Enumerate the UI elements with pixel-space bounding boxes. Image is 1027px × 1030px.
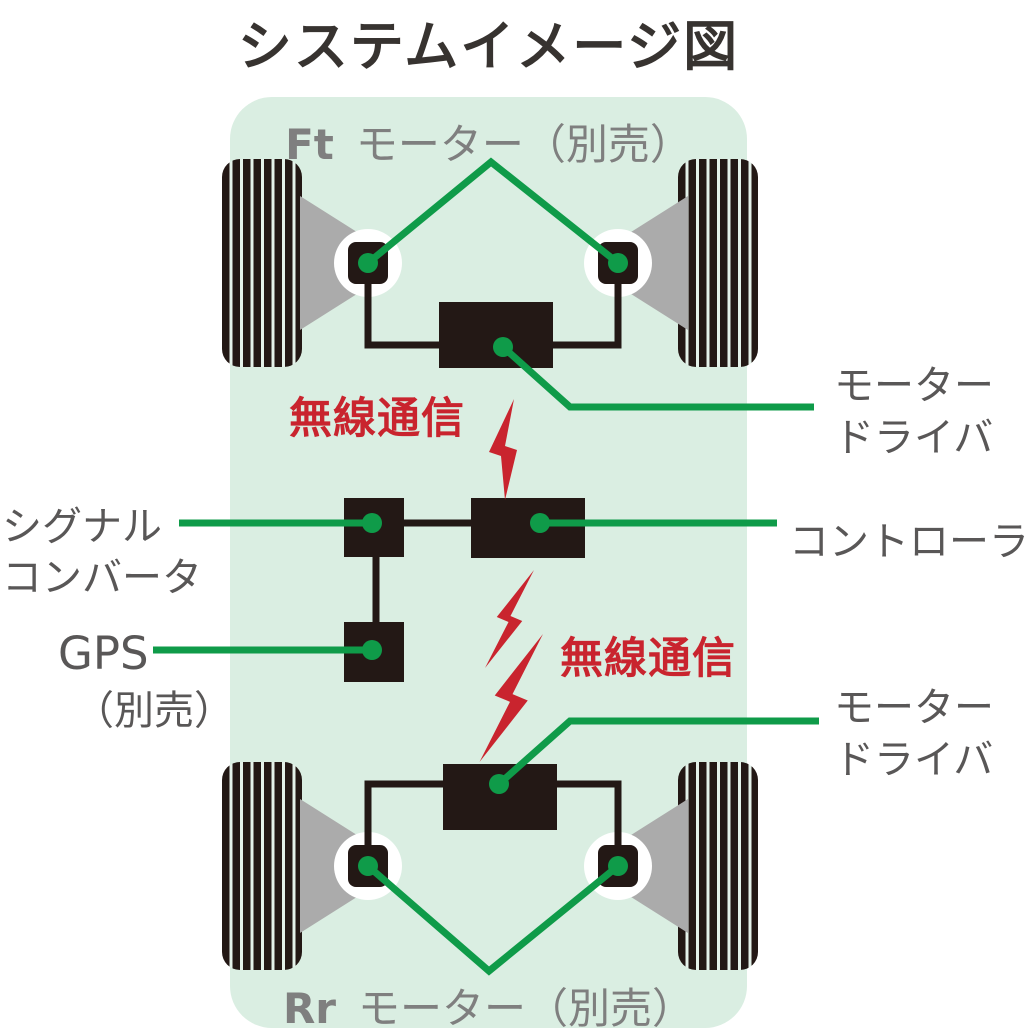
front-motor-text: モーター（別売） bbox=[355, 120, 692, 169]
hub-rear-right bbox=[620, 799, 688, 933]
hub-front-right bbox=[620, 196, 688, 330]
wire-front-right bbox=[551, 282, 622, 349]
lightning-bolt-icon bbox=[479, 634, 543, 762]
signal-converter-label: シグナル コンバータ bbox=[2, 502, 202, 604]
dot-motor-rear-left bbox=[358, 856, 378, 876]
dot-motor-front-right bbox=[608, 253, 628, 273]
wheel-rear-left-icon bbox=[222, 762, 302, 970]
motor-driver-rear-label: モーター ドライバ bbox=[834, 682, 994, 786]
wireless-bolts bbox=[479, 399, 543, 762]
rear-motor-label: Rr モーター（別売） bbox=[230, 975, 747, 1030]
front-axle-prefix: Ft bbox=[285, 120, 334, 169]
connection-dots bbox=[358, 253, 628, 876]
leader-driver-rear bbox=[496, 717, 819, 787]
motor-driver-front-line1: モーター bbox=[834, 363, 994, 409]
controller-box bbox=[471, 498, 585, 558]
wire-rear-right bbox=[555, 780, 622, 847]
rear-motor-text: モーター（別売） bbox=[358, 984, 695, 1030]
rear-axle-prefix: Rr bbox=[282, 984, 337, 1030]
motor-driver-rear-line1: モーター bbox=[834, 685, 994, 731]
dot-motor-rear-right bbox=[608, 856, 628, 876]
dot-controller bbox=[530, 513, 550, 533]
motor-driver-front-box bbox=[439, 302, 553, 368]
dot-driver-rear bbox=[489, 774, 509, 794]
wheel-front-left-icon bbox=[222, 159, 302, 367]
gps-label: GPS bbox=[58, 627, 149, 680]
gps-note-label: （別売） bbox=[74, 688, 234, 734]
motor-driver-rear-box bbox=[443, 764, 557, 830]
leader-front-motors bbox=[365, 157, 621, 266]
signal-converter-line1: シグナル bbox=[2, 504, 162, 550]
dot-converter bbox=[362, 513, 382, 533]
dot-gps bbox=[362, 640, 382, 660]
front-motor-label: Ft モーター（別売） bbox=[230, 111, 747, 172]
wireless-label-upper: 無線通信 bbox=[289, 394, 465, 444]
wire-front-left bbox=[364, 282, 441, 349]
leader-lines-green bbox=[153, 157, 819, 976]
wheel-rear-right-icon bbox=[678, 762, 758, 970]
motor-driver-front-label: モーター ドライバ bbox=[834, 360, 994, 464]
dot-motor-front-left bbox=[358, 253, 378, 273]
controller-label: コントローラ bbox=[789, 519, 1027, 565]
dot-driver-front bbox=[493, 337, 513, 357]
wheel-front-right-icon bbox=[678, 159, 758, 367]
wiring-black bbox=[364, 282, 622, 847]
wire-rear-left bbox=[364, 780, 445, 847]
leader-rear-motors bbox=[365, 863, 621, 976]
page-title: システムイメージ図 bbox=[237, 15, 740, 78]
signal-converter-line2: コンバータ bbox=[2, 555, 202, 601]
leader-driver-front bbox=[500, 344, 814, 411]
wireless-label-lower: 無線通信 bbox=[560, 634, 736, 684]
motor-driver-rear-line2: ドライバ bbox=[834, 737, 994, 783]
motor-driver-front-line2: ドライバ bbox=[834, 415, 994, 461]
lightning-bolt-icon bbox=[485, 570, 534, 668]
lightning-bolt-icon bbox=[489, 399, 517, 500]
